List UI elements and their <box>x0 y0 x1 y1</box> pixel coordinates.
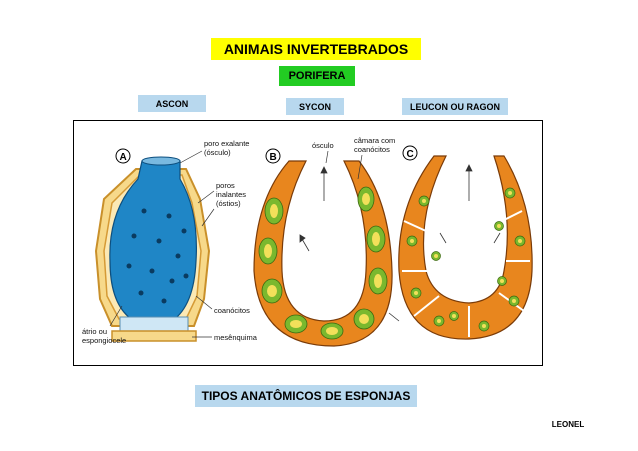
sycon-wall <box>253 160 393 347</box>
label-poros: poros <box>216 181 235 190</box>
label-espongiocele: espongiocele <box>82 336 126 345</box>
label-poro-exalante: poro exalante <box>204 139 249 148</box>
label-ostios: (óstios) <box>216 199 241 208</box>
label-osculo-paren: (ósculo) <box>204 148 231 157</box>
panel-letter-c: C <box>407 149 414 160</box>
author-label: LEONEL <box>551 419 585 429</box>
panel-letter-b: B <box>270 152 277 163</box>
label-mesenquima: mesênquima <box>214 333 258 342</box>
label-inalantes: inalantes <box>216 190 246 199</box>
panel-letter-a: A <box>120 152 127 163</box>
type-label-leucon: LEUCON OU RAGON <box>402 98 508 115</box>
label-coanocitos-b: coanócitos <box>354 145 390 154</box>
label-atrio: átrio ou <box>82 327 107 336</box>
label-coanocitos: coanócitos <box>214 306 250 315</box>
page-title: ANIMAIS INVERTEBRADOS <box>211 38 421 60</box>
sycon-diagram: B ósculo câmara com coanócitos <box>253 136 400 347</box>
leucon-wall <box>398 155 533 340</box>
sponge-figure: A poro exalante (ósculo) poros inalantes… <box>73 120 543 366</box>
leucon-diagram: C <box>398 145 533 340</box>
group-label: PORIFERA <box>279 66 355 86</box>
label-osculo: ósculo <box>312 141 334 150</box>
type-label-ascon: ASCON <box>138 95 206 112</box>
label-camara: câmara com <box>354 136 395 145</box>
figure-subtitle: TIPOS ANATÔMICOS DE ESPONJAS <box>195 385 417 407</box>
ascon-diagram: A poro exalante (ósculo) poros inalantes… <box>82 139 258 345</box>
type-label-sycon: SYCON <box>286 98 344 115</box>
sponge-diagram: A poro exalante (ósculo) poros inalantes… <box>82 136 533 347</box>
